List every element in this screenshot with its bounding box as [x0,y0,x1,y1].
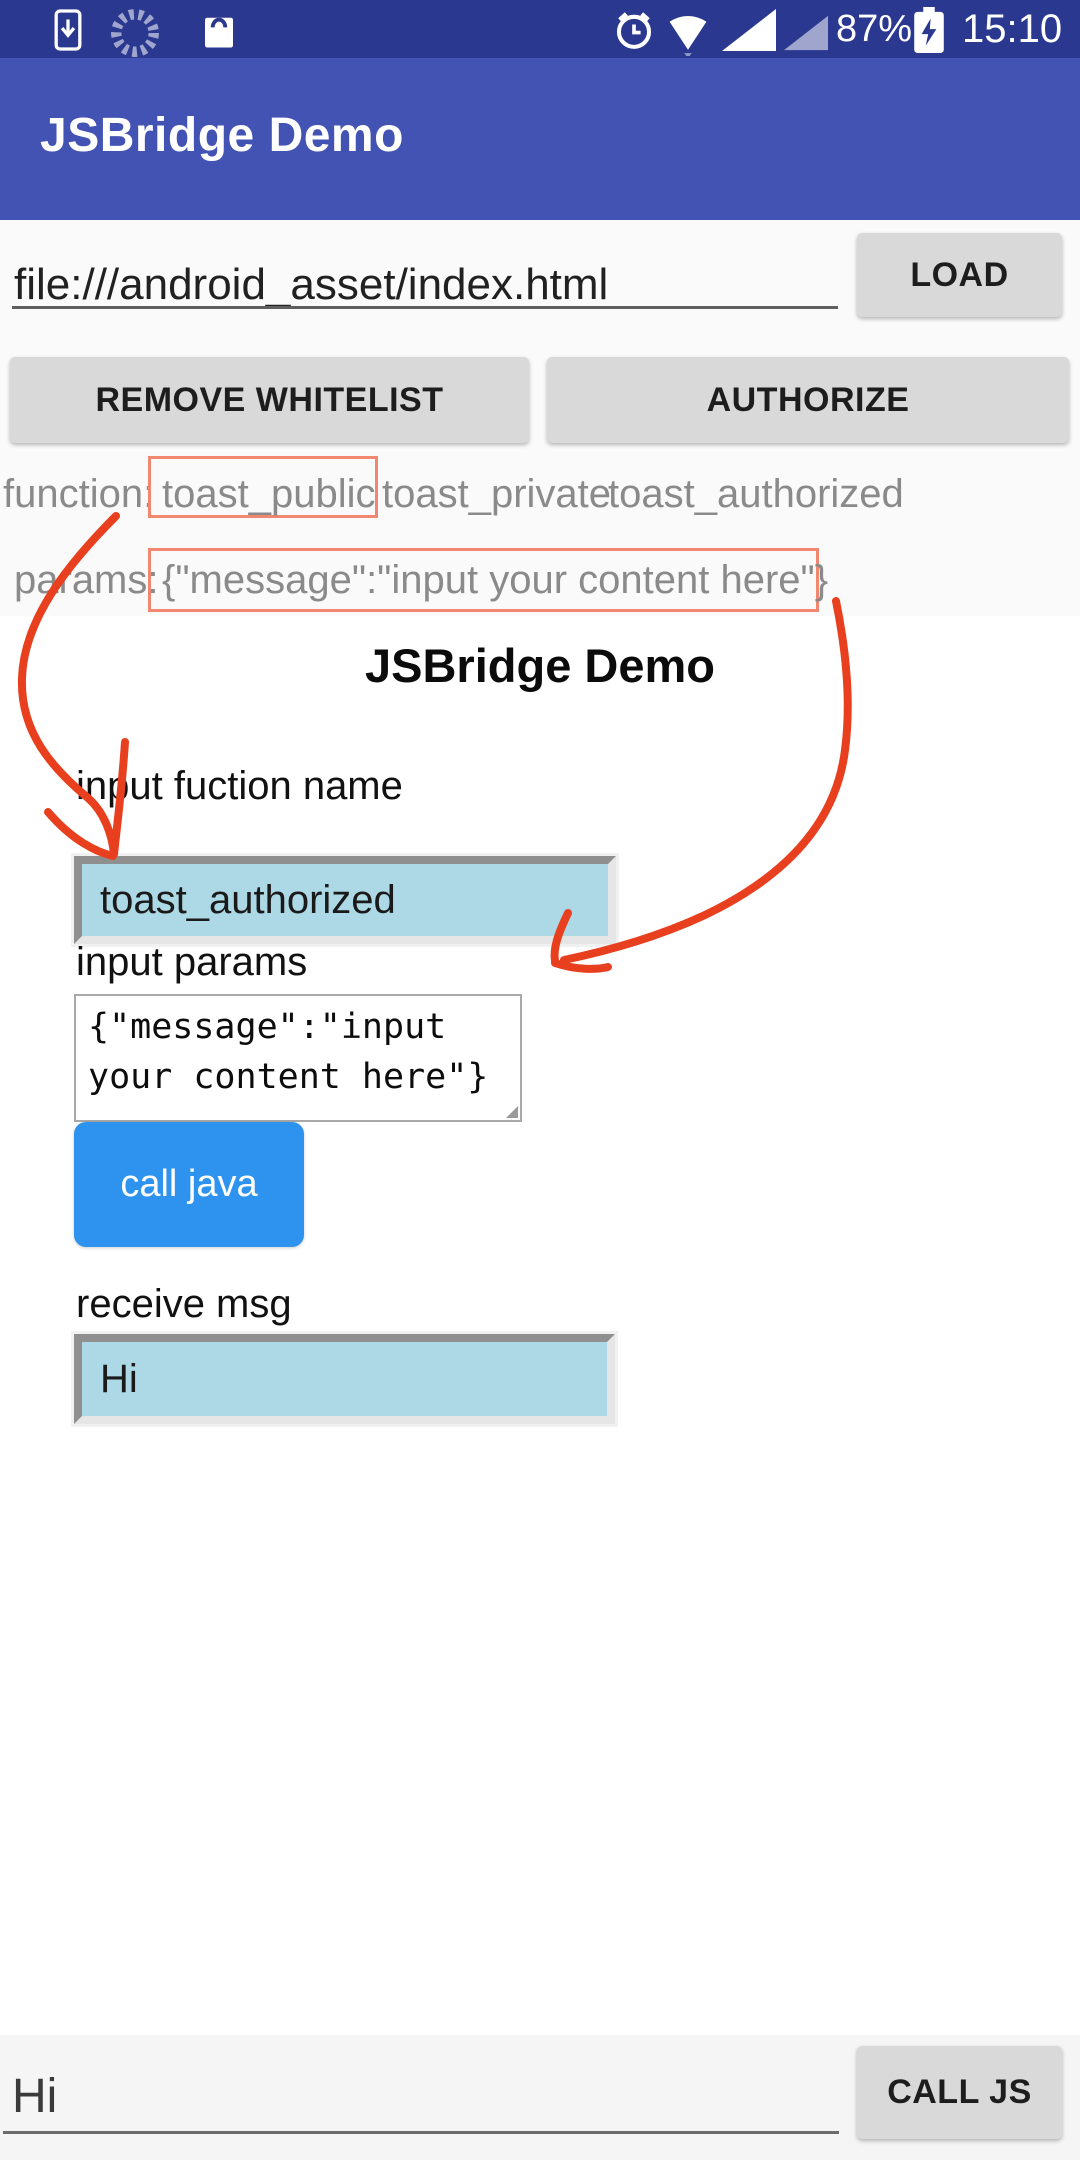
receive-msg-input[interactable] [74,1334,615,1424]
call-js-button[interactable]: CALL JS [857,2046,1062,2139]
params-textarea[interactable]: {"message":"input your content here"} [76,996,512,1114]
alarm-icon [616,12,652,49]
remove-whitelist-button[interactable]: REMOVE WHITELIST [10,357,529,443]
function-option-toast-public: toast_public [162,472,376,516]
params-row-label: params: [14,558,159,602]
js-message-input[interactable] [12,2063,822,2129]
webview-heading: JSBridge Demo [365,639,715,692]
params-hint-value: {"message":"input your content here"} [162,558,829,602]
function-name-label: input fuction name [76,764,403,808]
url-input-underline [12,306,838,309]
url-input[interactable] [14,250,824,320]
wifi-icon [669,15,707,56]
clock-time: 15:10 [962,7,1063,51]
battery-percent: 87% [836,8,913,50]
textarea-resize-grip[interactable] [506,1106,518,1118]
input-params-label: input params [76,940,308,984]
load-button[interactable]: LOAD [857,233,1062,317]
receive-msg-label: receive msg [76,1282,292,1326]
function-option-toast-private: toast_private [382,472,612,516]
app-title: JSBridge Demo [40,109,404,162]
authorize-button[interactable]: AUTHORIZE [547,357,1069,443]
webview-content: JSBridge Demo input fuction name input p… [0,616,1080,2035]
shopping-bag-icon [205,17,233,48]
params-highlight-box [148,548,819,612]
signal-icon [722,9,776,51]
phone-download-icon [54,9,82,51]
function-option-toast-authorized: toast_authorized [608,472,904,516]
spinner-icon [111,9,159,57]
function-row-label: function: [3,472,155,516]
call-java-button[interactable]: call java [74,1122,304,1247]
native-control-panel: LOAD REMOVE WHITELIST AUTHORIZE function… [0,220,1080,616]
status-bar: 87% 15:10 [0,0,1080,58]
js-input-underline [3,2131,839,2134]
battery-charging-icon [914,7,944,53]
function-name-input[interactable] [74,856,616,944]
signal-secondary-icon [784,15,828,51]
function-highlight-box [148,456,378,518]
app-bar: JSBridge Demo [0,58,1080,220]
bottom-bar: CALL JS [0,2035,1080,2160]
params-textarea-frame: {"message":"input your content here"} [74,994,522,1122]
